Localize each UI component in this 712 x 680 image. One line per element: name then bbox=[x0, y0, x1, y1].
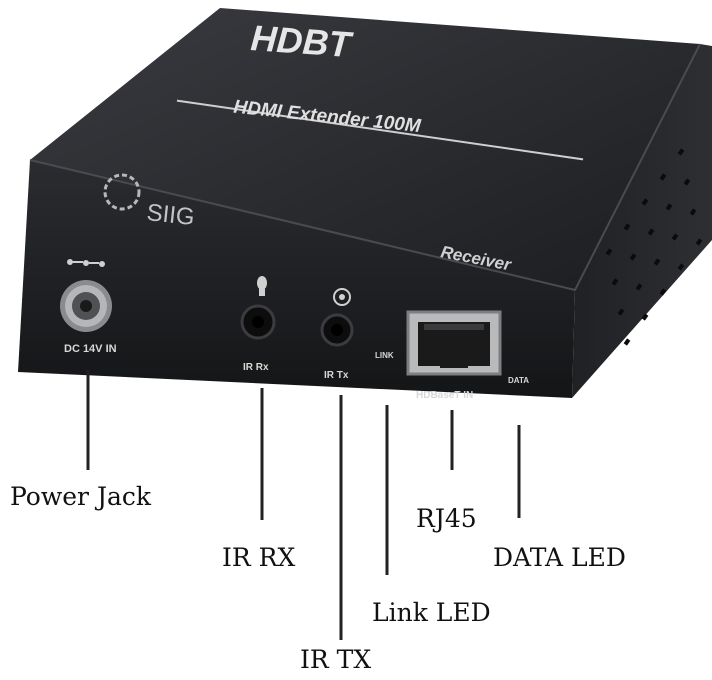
device-top-face bbox=[30, 8, 700, 290]
hdbt-logo: HDBT bbox=[249, 17, 355, 65]
callout-data-led: DATA LED bbox=[493, 543, 626, 572]
siig-gear-icon bbox=[103, 173, 141, 211]
power-jack-port bbox=[60, 280, 112, 332]
side-vents bbox=[605, 148, 703, 346]
callout-ir-rx: IR RX bbox=[222, 543, 296, 572]
callout-rj45: RJ45 bbox=[416, 504, 477, 533]
ir-eye-icon bbox=[333, 288, 351, 306]
hdbt-in-label: HDBaseT IN bbox=[416, 390, 473, 401]
callout-power-jack: Power Jack bbox=[10, 482, 152, 511]
svg-text:SIIG: SIIG bbox=[145, 199, 196, 231]
ir-rx-port-label: IR Rx bbox=[243, 362, 269, 373]
ir-tx-port-label: IR Tx bbox=[324, 370, 349, 381]
data-led-label: DATA bbox=[508, 376, 529, 385]
rj45-port bbox=[406, 310, 502, 376]
ir-tx-port bbox=[320, 313, 354, 347]
device-side-face bbox=[572, 44, 712, 398]
callout-link-led: Link LED bbox=[372, 598, 491, 627]
callout-ir-tx: IR TX bbox=[300, 645, 372, 674]
link-led-label: LINK bbox=[375, 351, 394, 360]
siig-logo: SIIG bbox=[103, 173, 196, 231]
dc-polarity-icon bbox=[67, 259, 105, 267]
leader-lines bbox=[86, 370, 521, 640]
device-edge bbox=[29, 43, 701, 292]
power-port-label: DC 14V IN bbox=[64, 343, 117, 355]
ir-rx-port bbox=[240, 304, 276, 340]
ir-bulb-icon bbox=[257, 276, 267, 296]
